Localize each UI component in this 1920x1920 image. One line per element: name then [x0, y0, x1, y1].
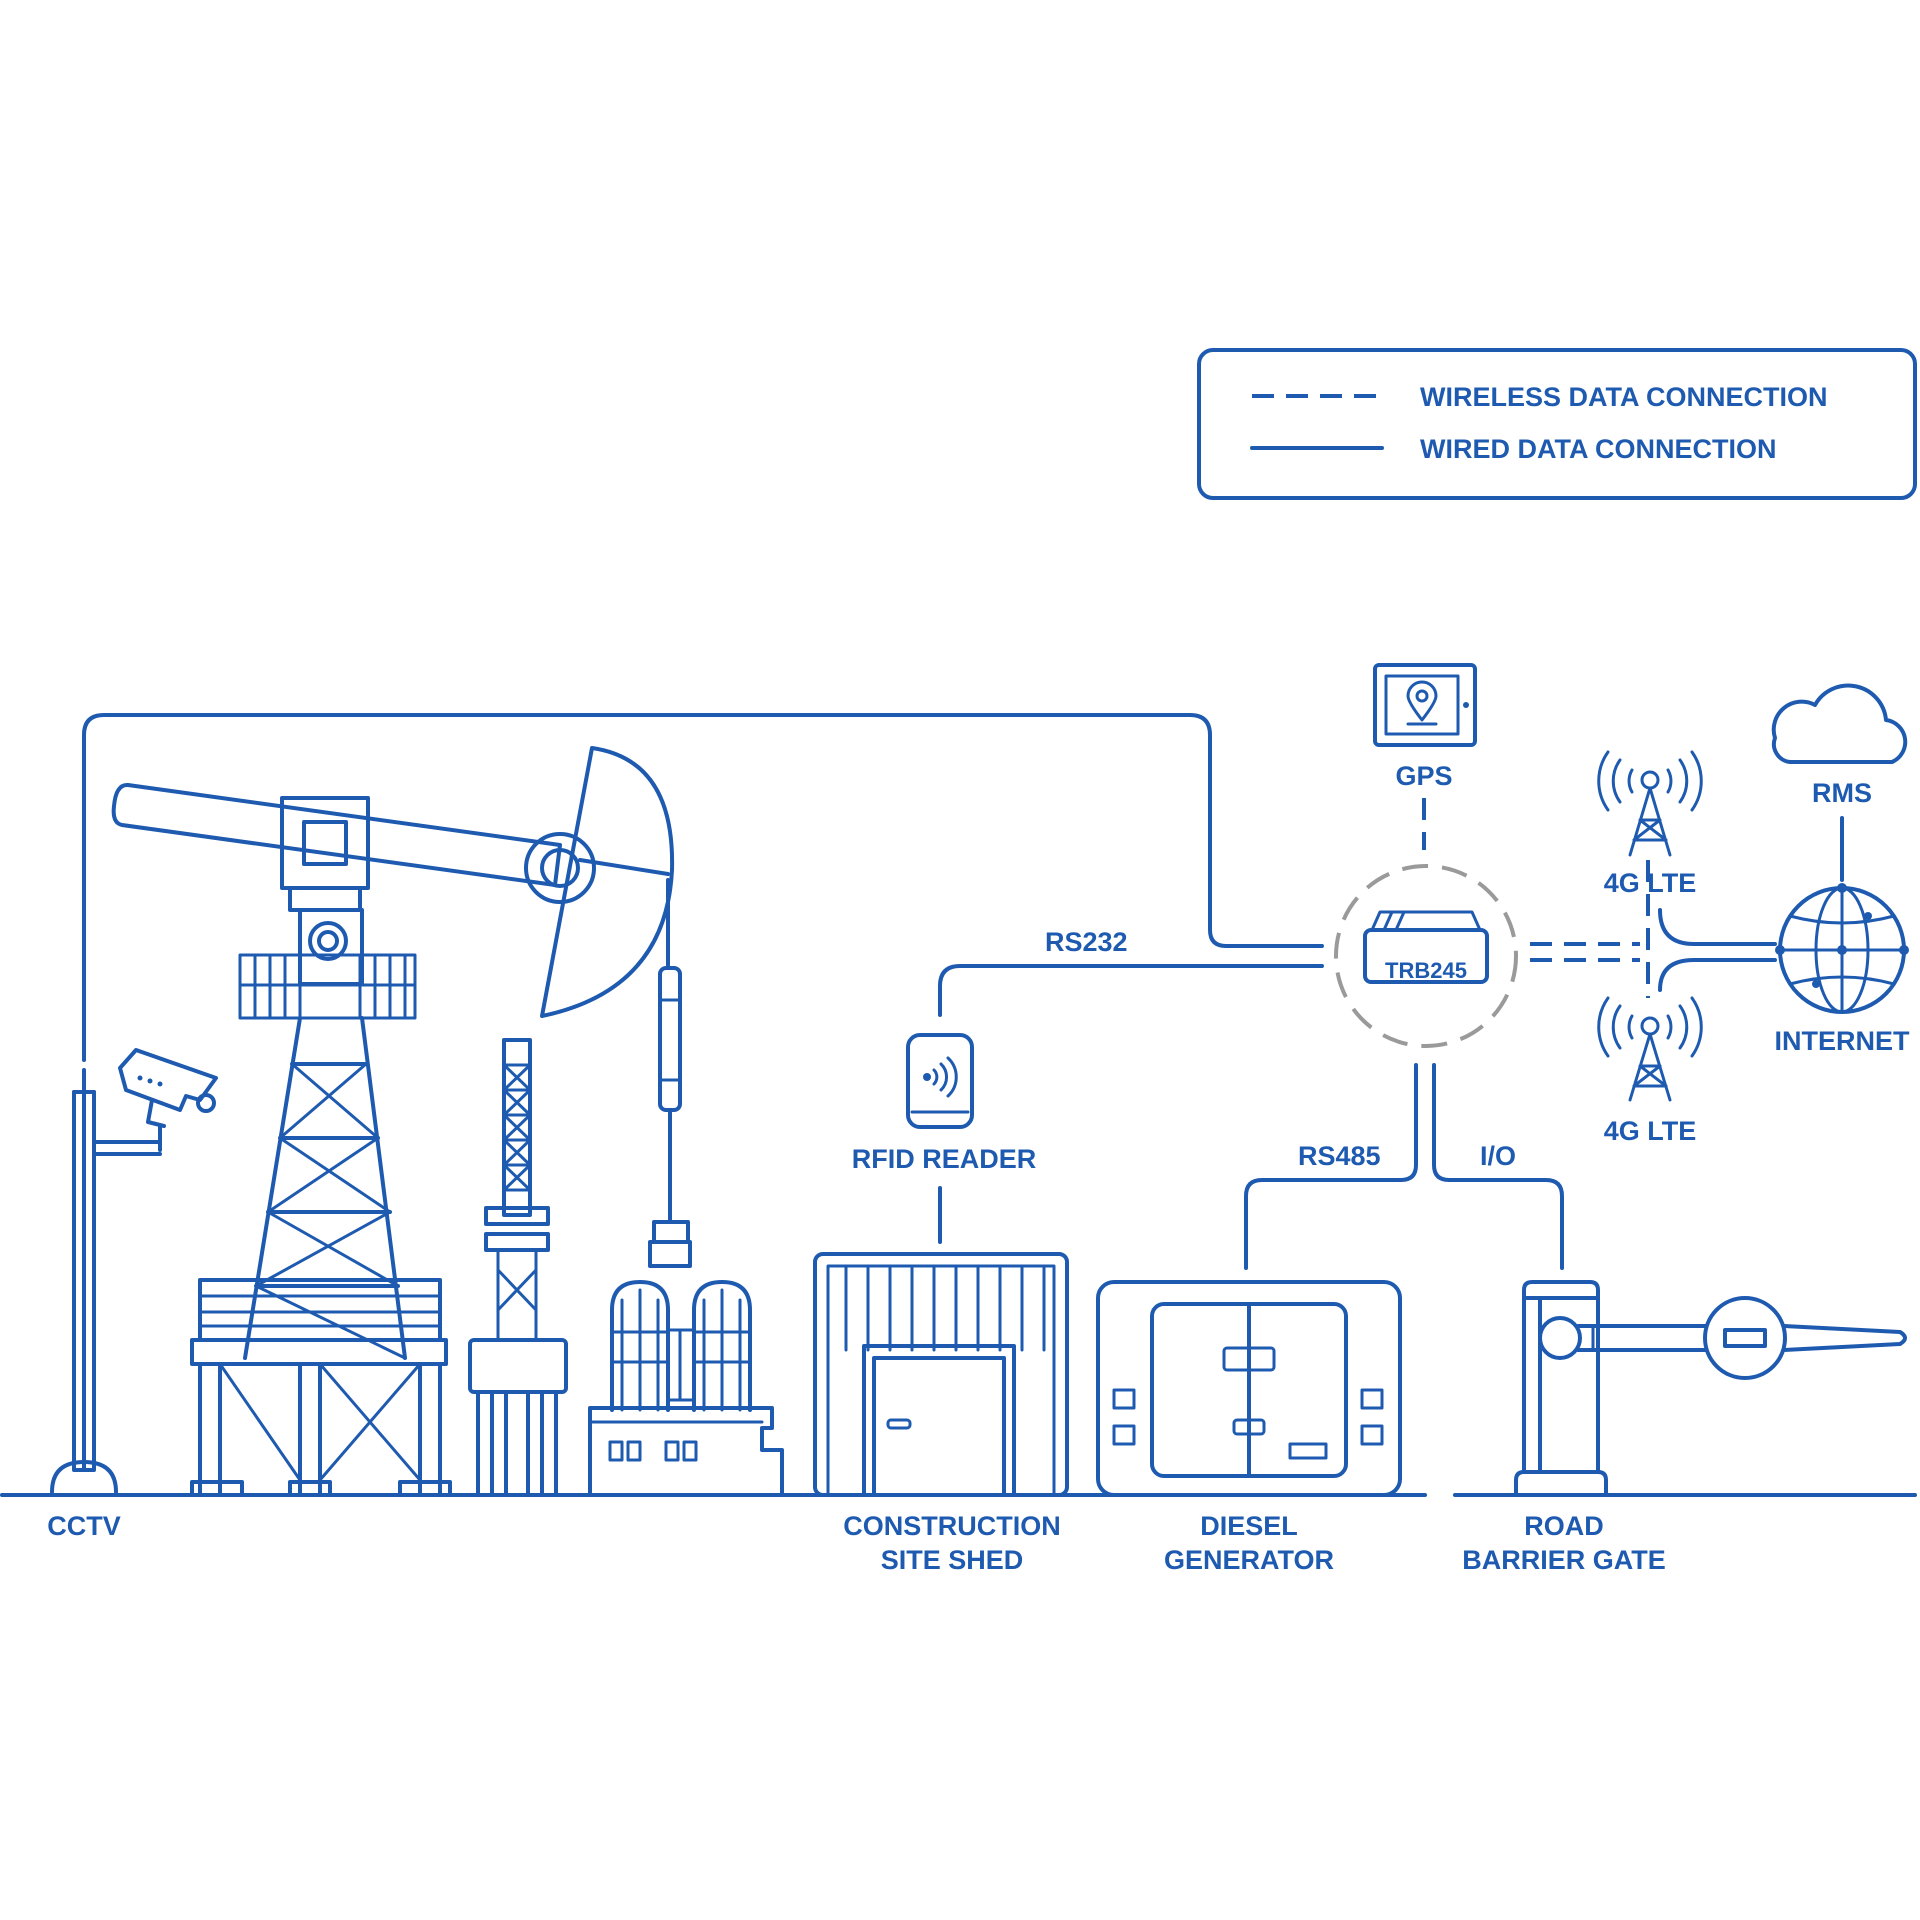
lte-tower-top[interactable]: 4G LTE	[1597, 750, 1703, 898]
rs485-connection	[1244, 1063, 1418, 1270]
lte-bottom-label: 4G LTE	[1604, 1116, 1697, 1146]
rms-label: RMS	[1812, 778, 1872, 808]
router-label: TRB245	[1385, 958, 1467, 983]
rfid-node[interactable]: RFID READER	[852, 1033, 1037, 1174]
gate-label-line1: ROAD	[1524, 1511, 1604, 1541]
rs485-label: RS485	[1298, 1141, 1381, 1171]
gps-node[interactable]: GPS	[1373, 663, 1477, 791]
globe-icon	[1775, 883, 1909, 1014]
rms-node[interactable]: RMS	[1771, 683, 1908, 808]
shed-label-line2: SITE SHED	[881, 1545, 1024, 1575]
lte-internet-wired-1	[1658, 908, 1777, 946]
io-label: I/O	[1480, 1141, 1516, 1171]
oil-rig-icon	[468, 1038, 568, 1497]
cell-tower-icon	[1597, 750, 1703, 857]
generator-icon	[1096, 1280, 1402, 1497]
cctv-camera-icon	[50, 1048, 218, 1494]
gps-icon	[1373, 663, 1477, 747]
rs232-label: RS232	[1045, 927, 1128, 957]
refinery-icon	[588, 1280, 784, 1497]
generator-label-line1: DIESEL	[1200, 1511, 1298, 1541]
internet-label: INTERNET	[1775, 1026, 1911, 1056]
gate-node[interactable]: ROAD BARRIER GATE	[1462, 1280, 1907, 1575]
legend-wireless-label: WIRELESS DATA CONNECTION	[1420, 382, 1828, 412]
cctv-wired-connection	[82, 713, 1324, 1062]
legend-wired-label: WIRED DATA CONNECTION	[1420, 434, 1776, 464]
router-icon	[1363, 928, 1489, 984]
io-connection	[1432, 1063, 1564, 1270]
rfid-icon	[906, 1033, 974, 1129]
cloud-icon	[1771, 683, 1908, 764]
generator-node[interactable]: DIESEL GENERATOR	[1096, 1280, 1402, 1575]
rfid-label: RFID READER	[852, 1144, 1037, 1174]
shed-icon	[813, 1252, 1069, 1497]
gps-pin-icon	[1406, 680, 1438, 722]
cctv-node[interactable]: CCTV	[47, 1048, 218, 1541]
lte-tower-bottom[interactable]: 4G LTE	[1597, 996, 1703, 1146]
router-node[interactable]: TRB245	[1334, 864, 1518, 1048]
lte-top-label: 4G LTE	[1604, 868, 1697, 898]
legend: WIRELESS DATA CONNECTION WIRED DATA CONN…	[1197, 348, 1917, 500]
generator-label-line2: GENERATOR	[1164, 1545, 1334, 1575]
shed-label-line1: CONSTRUCTION	[843, 1511, 1061, 1541]
legend-box	[1197, 348, 1917, 500]
gate-label-line2: BARRIER GATE	[1462, 1545, 1666, 1575]
barrier-gate-icon	[1514, 1280, 1907, 1497]
cell-tower-icon	[1597, 996, 1703, 1102]
router-top	[1370, 910, 1482, 932]
cctv-label: CCTV	[47, 1511, 121, 1541]
router-wireless-zone	[1334, 864, 1518, 1048]
lte-internet-wired-2	[1658, 958, 1777, 992]
oil-pumpjack-icon	[111, 746, 692, 1497]
shed-node[interactable]: CONSTRUCTION SITE SHED	[813, 1252, 1069, 1575]
gps-label: GPS	[1395, 761, 1452, 791]
internet-node[interactable]: INTERNET	[1775, 883, 1911, 1056]
rs232-connection	[938, 964, 1324, 1017]
